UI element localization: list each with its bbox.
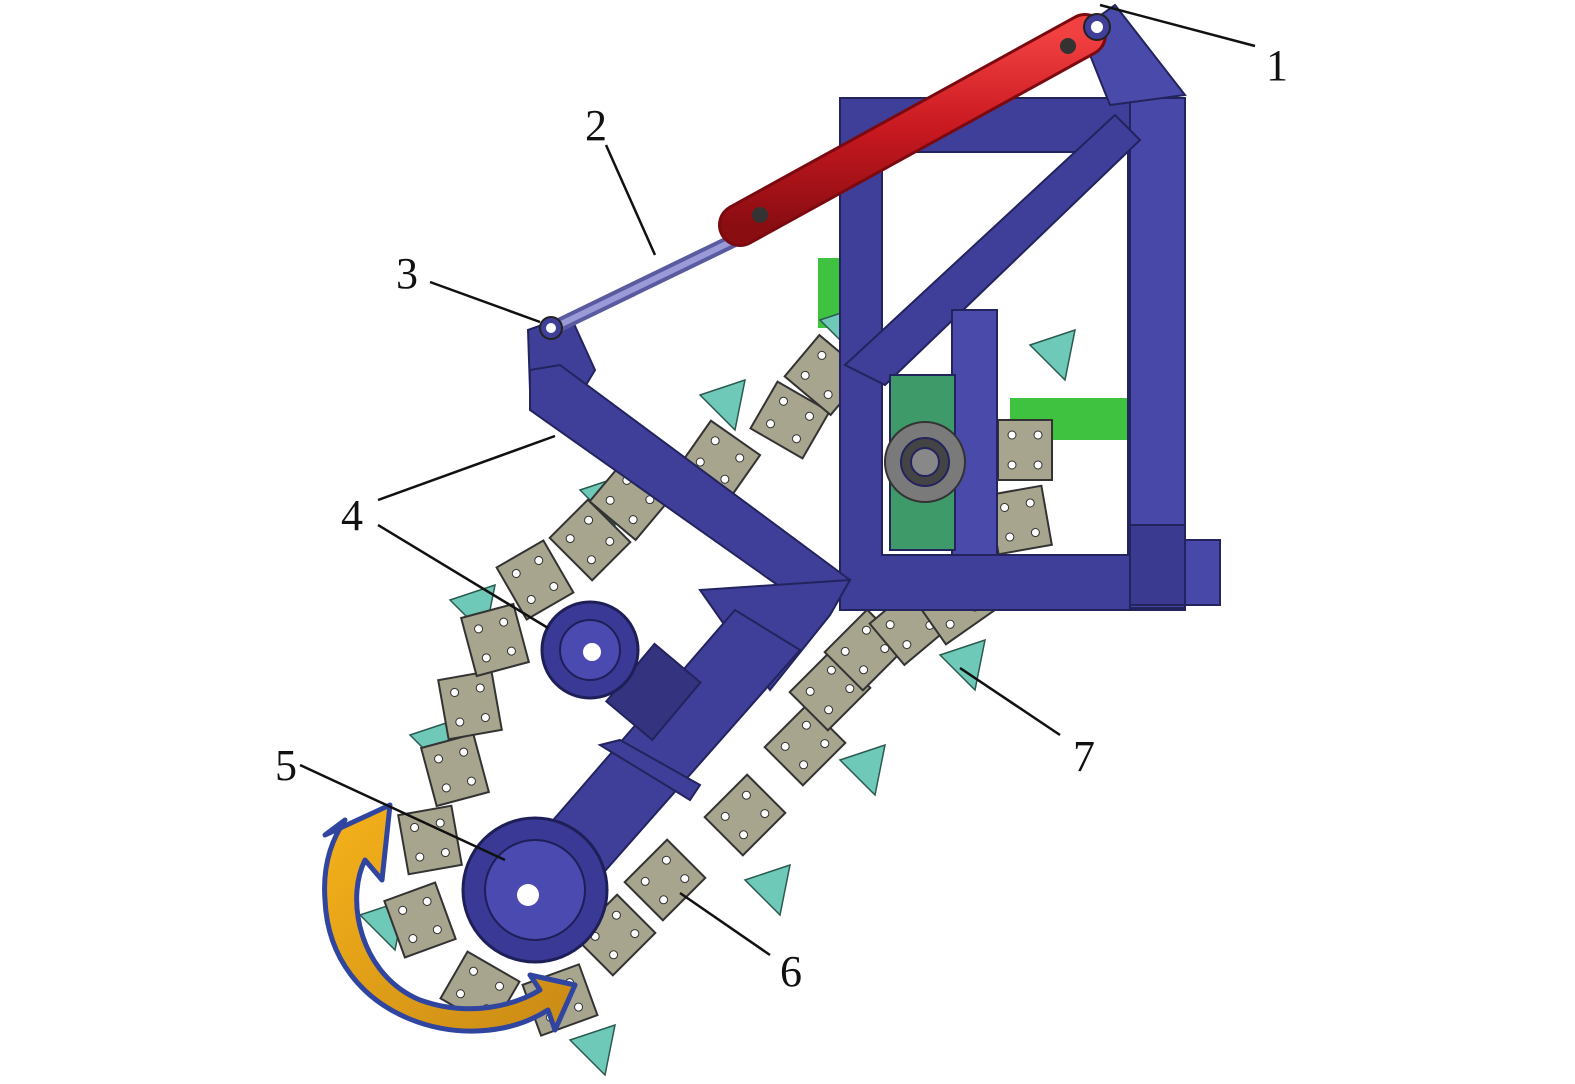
chain-link	[459, 602, 531, 678]
chain-link	[703, 773, 787, 857]
cutter-tooth	[838, 743, 886, 797]
chain-link	[987, 484, 1053, 556]
label-4: 4	[341, 491, 363, 540]
label-6: 6	[780, 947, 802, 996]
label-5: 5	[275, 741, 297, 790]
cutter-tooth	[568, 1023, 616, 1077]
label-3: 3	[396, 249, 418, 298]
leader-2	[604, 144, 657, 256]
label-2: 2	[585, 101, 607, 150]
leader-4b	[377, 523, 549, 630]
label-1: 1	[1266, 41, 1288, 90]
chain-link	[997, 419, 1053, 481]
rotation-arrow	[322, 802, 578, 1034]
leader-4a	[377, 434, 556, 502]
chain-link	[419, 732, 491, 808]
leader-3	[429, 280, 541, 324]
leader-1	[1099, 3, 1256, 48]
chain-link	[623, 838, 707, 922]
cutter-tooth	[938, 638, 986, 692]
chain-link	[749, 380, 831, 460]
drive-wheel	[461, 816, 609, 964]
chain-link	[548, 498, 632, 582]
cutter-tooth	[1028, 328, 1076, 382]
chain-link	[383, 881, 457, 959]
chain-link	[397, 804, 463, 876]
leader-lines	[299, 3, 1256, 957]
leader-6	[679, 891, 771, 957]
leader-5	[299, 763, 506, 862]
chain-link	[437, 669, 503, 741]
hydraulic-cylinder	[539, 13, 1111, 340]
cutter-tooth	[698, 378, 746, 432]
leader-7	[959, 666, 1061, 737]
cutter-tooth	[743, 863, 791, 917]
cutting-chain	[358, 303, 1076, 1077]
label-7: 7	[1073, 732, 1095, 781]
chain-link	[678, 419, 762, 501]
upper-sprocket	[540, 600, 640, 700]
chain-link	[495, 539, 575, 621]
